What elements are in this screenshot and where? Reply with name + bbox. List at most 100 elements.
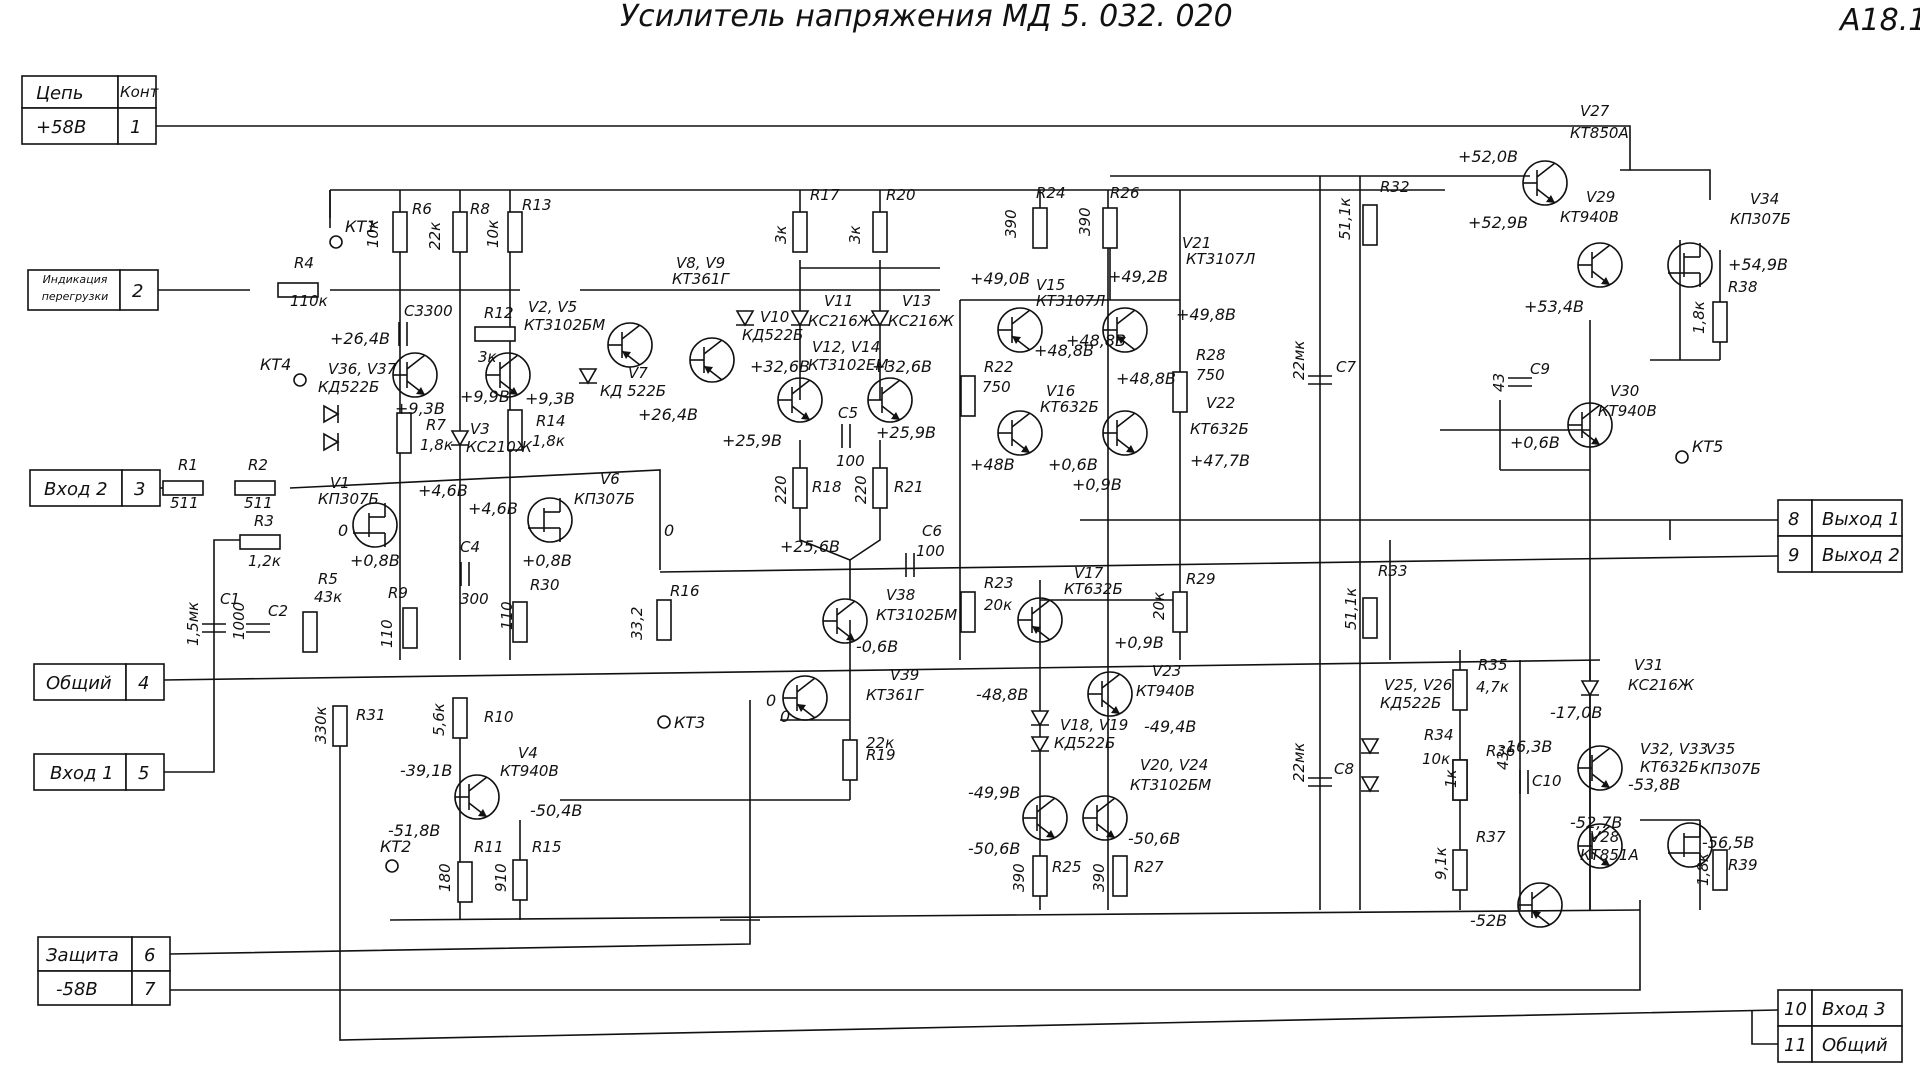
resistor-value-r31: 330к (312, 706, 330, 744)
semiconductor-ref-v39: V39 (890, 666, 919, 684)
resistor-value-r23: 20к (984, 596, 1012, 614)
resistor-ref-r23: R23 (984, 574, 1014, 592)
connector-left-4-pin: 4 (138, 673, 149, 694)
resistor-value-r29: 20к (1150, 592, 1168, 620)
voltage-label-28: +49,8В (1176, 305, 1236, 324)
semiconductor-ref-v11: V11 (824, 292, 853, 310)
resistor-value-r28: 750 (1196, 366, 1225, 384)
sheet-label: А18.1 (1838, 3, 1920, 38)
semiconductor-type-v28: КТ851А (1580, 846, 1639, 864)
voltage-label-30: +0,6В (1048, 455, 1098, 474)
capacitor-ref-c7: C7 (1336, 358, 1356, 376)
voltage-label-32: +47,7В (1190, 451, 1250, 470)
test-point-kt5-label: КТ5 (1692, 437, 1723, 456)
resistor-value-r25: 390 (1010, 863, 1028, 892)
voltage-label-44: -17,0В (1550, 703, 1602, 722)
transistor-v8 (607, 322, 653, 368)
capacitor-c10 (1519, 769, 1529, 795)
semiconductor-type-v3: КС210Ж (466, 438, 533, 456)
semiconductor-ref-v6: V6 (600, 470, 620, 488)
capacitor-ref-c1: C1 (220, 590, 240, 608)
resistor-value-r11: 180 (436, 863, 454, 892)
resistor-value-r33: 51,1к (1342, 588, 1360, 630)
resistor-ref-r20: R20 (886, 186, 916, 204)
voltage-label-4: +9,3В (525, 389, 575, 408)
semiconductor-ref-v34: V34 (1750, 190, 1779, 208)
connector-left-2: Индикация перегрузки 2 (27, 269, 159, 311)
resistor-value-r17: 3к (772, 225, 790, 244)
resistor-r37 (1452, 849, 1468, 891)
capacitor-value-c2: 1000 (230, 602, 248, 640)
transistor-v29 (1577, 242, 1623, 288)
connector-left-4: Общий 4 (33, 663, 165, 701)
resistor-ref-r10: R10 (484, 708, 514, 726)
semiconductor-ref-v36-v37: V36, V37 (328, 360, 397, 378)
transistor-v22 (1102, 410, 1148, 456)
resistor-ref-r34: R34 (1424, 726, 1454, 744)
connector-right-9-pin: 9 (1788, 545, 1799, 566)
semiconductor-type-v27: КТ850А (1570, 124, 1629, 142)
connector-right-10-name: Вход 3 (1822, 999, 1886, 1020)
connector-right-10-pin: 10 (1784, 999, 1807, 1020)
resistor-r1 (162, 480, 204, 496)
voltage-label-49: -52В (1470, 911, 1507, 930)
semiconductor-ref-v2-v5: V2, V5 (528, 298, 577, 316)
semiconductor-type-v32-v33: КТ632Б (1640, 758, 1699, 776)
semiconductor-ref-v35: V35 (1706, 740, 1735, 758)
semiconductor-ref-v21: V21 (1182, 234, 1211, 252)
capacitor-ref-c10: C10 (1532, 772, 1562, 790)
semiconductor-type-v35: КП307Б (1700, 760, 1761, 778)
voltage-label-6: +4,6В (468, 499, 518, 518)
voltage-label-23: +49,0В (970, 269, 1030, 288)
semiconductor-type-v30: КТ940В (1598, 402, 1657, 420)
table-header-net: Цепь (36, 83, 83, 104)
voltage-label-25: +48,8В (1034, 341, 1094, 360)
diagram-title: Усилитель напряжения МД 5. 032. 020 (620, 0, 1233, 34)
semiconductor-type-v12-v14: КТ3102ЕМ (808, 356, 888, 374)
resistor-r22 (960, 375, 976, 417)
resistor-value-r35: 4,7к (1476, 678, 1509, 696)
diode-v19 (1030, 736, 1050, 752)
voltage-label-29: +48В (970, 455, 1015, 474)
capacitor-value-c8: 22мк (1290, 743, 1308, 782)
semiconductor-type-v22: КТ632Б (1190, 420, 1249, 438)
voltage-label-18: +25,9В (722, 431, 782, 450)
transistor-v2 (392, 352, 438, 398)
voltage-label-5: +4,6В (418, 481, 468, 500)
connector-left-3-pin: 3 (134, 479, 145, 500)
resistor-ref-r30: R30 (530, 576, 560, 594)
semiconductor-ref-v25-v26: V25, V26 (1384, 676, 1452, 694)
semiconductor-type-v15: КТ3107Л (1036, 292, 1105, 310)
resistor-ref-r6: R6 (412, 200, 432, 218)
capacitor-ref-c4: C4 (460, 538, 480, 556)
connector-left-4-name: Общий (46, 673, 112, 694)
resistor-value-r4: 110к (290, 292, 328, 310)
resistor-ref-r8: R8 (470, 200, 490, 218)
semiconductor-ref-v31: V31 (1634, 656, 1663, 674)
resistor-r11 (457, 861, 473, 903)
resistor-r29 (1172, 591, 1188, 633)
resistor-ref-r1: R1 (178, 456, 198, 474)
semiconductor-type-v11: КС216Ж (808, 312, 875, 330)
diode-v25 (1360, 738, 1380, 754)
resistor-value-r18: 220 (772, 475, 790, 504)
capacitor-value-c5: 100 (836, 452, 865, 470)
capacitor-value-c1: 1,5мк (184, 602, 202, 646)
connector-left-5: Вход 1 5 (33, 753, 165, 791)
semiconductor-type-v29: КТ940В (1560, 208, 1619, 226)
transistor-v16 (997, 410, 1043, 456)
resistor-ref-r7: R7 (426, 416, 446, 434)
voltage-label-16: +32,6В (750, 357, 810, 376)
voltage-label-27: +48,8В (1066, 331, 1126, 350)
diode-v36 (323, 404, 339, 424)
resistor-r32 (1362, 204, 1378, 246)
semiconductor-type-v17: КТ632Б (1064, 580, 1123, 598)
resistor-ref-r16: R16 (670, 582, 700, 600)
resistor-ref-r35: R35 (1478, 656, 1508, 674)
resistor-r23 (960, 591, 976, 633)
resistor-r18 (792, 467, 808, 509)
semiconductor-ref-v22: V22 (1206, 394, 1235, 412)
voltage-label-36: -49,9В (968, 783, 1020, 802)
connector-left-5-name: Вход 1 (50, 763, 114, 784)
resistor-value-r36: 1к (1442, 769, 1460, 788)
